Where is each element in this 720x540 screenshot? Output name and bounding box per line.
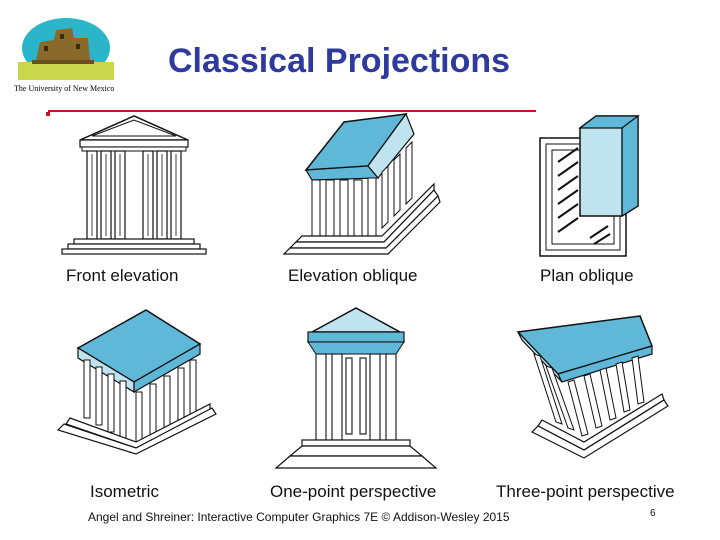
rule-bullet xyxy=(46,112,50,116)
caption-plan-oblique: Plan oblique xyxy=(540,266,634,286)
elevation-oblique-figure xyxy=(282,112,442,263)
logo-caption: The University of New Mexico xyxy=(14,84,114,93)
one-point-perspective-figure xyxy=(272,306,448,481)
caption-three-point-perspective: Three-point perspective xyxy=(496,482,675,502)
three-point-perspective-figure xyxy=(512,310,692,465)
caption-elevation-oblique: Elevation oblique xyxy=(288,266,417,286)
footer-citation: Angel and Shreiner: Interactive Computer… xyxy=(88,510,510,524)
slide-title: Classical Projections xyxy=(168,42,510,81)
isometric-figure xyxy=(50,308,230,463)
caption-front-elevation: Front elevation xyxy=(66,266,178,286)
front-elevation-figure xyxy=(54,114,214,265)
page-number: 6 xyxy=(650,508,656,519)
caption-isometric: Isometric xyxy=(90,482,159,502)
caption-one-point-perspective: One-point perspective xyxy=(270,482,436,502)
plan-oblique-figure xyxy=(536,112,656,265)
